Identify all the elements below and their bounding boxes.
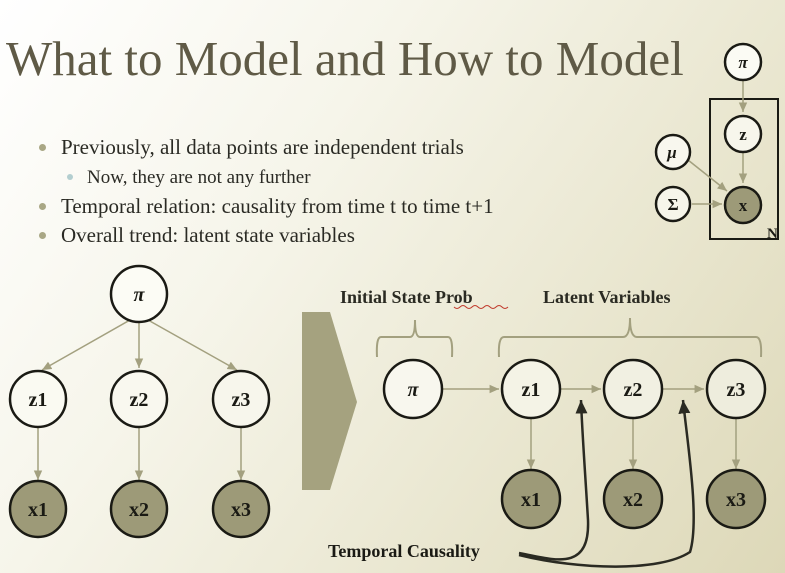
right-node-z1 <box>500 358 562 420</box>
left-graph: π z1 z2 z3 x1 x2 x3 <box>8 264 271 539</box>
right-node-z3-label: z3 <box>727 379 746 401</box>
right-node-z2 <box>602 358 664 420</box>
plate-node-sigma <box>654 185 692 223</box>
right-node-x3-label: x3 <box>726 489 746 511</box>
plate-node-pi-label: π <box>738 53 748 72</box>
right-node-z1-label: z1 <box>522 379 541 401</box>
bullet-now: Now, they are not any further <box>38 163 494 192</box>
plate-model: N π z μ Σ x <box>654 42 779 242</box>
brace-latent <box>497 317 763 358</box>
brace-initial-underline <box>453 305 509 309</box>
bullet-previously: Previously, all data points are independ… <box>38 133 494 163</box>
plate-node-sigma-label: Σ <box>667 195 678 214</box>
plate-node-x <box>723 185 763 225</box>
left-node-z3 <box>211 369 271 429</box>
bullet-temporal: Temporal relation: causality from time t… <box>38 192 494 222</box>
bullet-trend: Overall trend: latent state variables <box>38 221 494 251</box>
left-node-x2-label: x2 <box>129 499 149 521</box>
temporal-curve-1 <box>518 399 590 561</box>
right-node-x1 <box>500 468 562 530</box>
left-edge-pi-z3 <box>147 319 238 371</box>
right-node-x1-label: x1 <box>521 489 541 511</box>
right-node-x3 <box>705 468 767 530</box>
brace-initial <box>375 319 454 358</box>
plate-box <box>709 98 779 240</box>
left-node-pi-label: π <box>134 284 146 306</box>
right-node-pi <box>382 358 444 420</box>
right-node-z3 <box>705 358 767 420</box>
left-node-x3 <box>211 479 271 539</box>
temporal-curve-2 <box>518 399 695 568</box>
left-node-x1 <box>8 479 68 539</box>
plate-node-mu-label: μ <box>666 143 676 162</box>
slide-title: What to Model and How to Model <box>6 31 684 86</box>
left-node-z1 <box>8 369 68 429</box>
left-node-z1-label: z1 <box>29 389 48 411</box>
right-node-pi-label: π <box>408 379 420 401</box>
brace-label-latent: Latent Variables <box>543 287 671 307</box>
left-edge-pi-z1 <box>41 319 131 371</box>
right-graph: Initial State Prob Latent Variables π z1… <box>328 287 767 568</box>
plate-node-pi <box>723 42 763 82</box>
plate-node-mu <box>654 133 692 171</box>
plate-node-z <box>723 114 763 154</box>
brace-label-initial: Initial State Prob <box>340 287 473 307</box>
right-node-z2-label: z2 <box>624 379 643 401</box>
left-node-z3-label: z3 <box>232 389 251 411</box>
left-node-x1-label: x1 <box>28 499 48 521</box>
plate-edge-mu-x <box>687 159 728 192</box>
big-transition-arrow <box>302 312 357 490</box>
right-node-x2 <box>602 468 664 530</box>
bullet-list: Previously, all data points are independ… <box>38 133 494 251</box>
plate-node-x-label: x <box>739 196 748 215</box>
left-node-pi <box>109 264 169 324</box>
plate-node-z-label: z <box>739 125 747 144</box>
temporal-causality-label: Temporal Causality <box>328 541 480 561</box>
left-node-x2 <box>109 479 169 539</box>
left-node-z2 <box>109 369 169 429</box>
left-node-x3-label: x3 <box>231 499 251 521</box>
plate-n-label: N <box>767 226 778 242</box>
right-node-x2-label: x2 <box>623 489 643 511</box>
left-node-z2-label: z2 <box>130 389 149 411</box>
